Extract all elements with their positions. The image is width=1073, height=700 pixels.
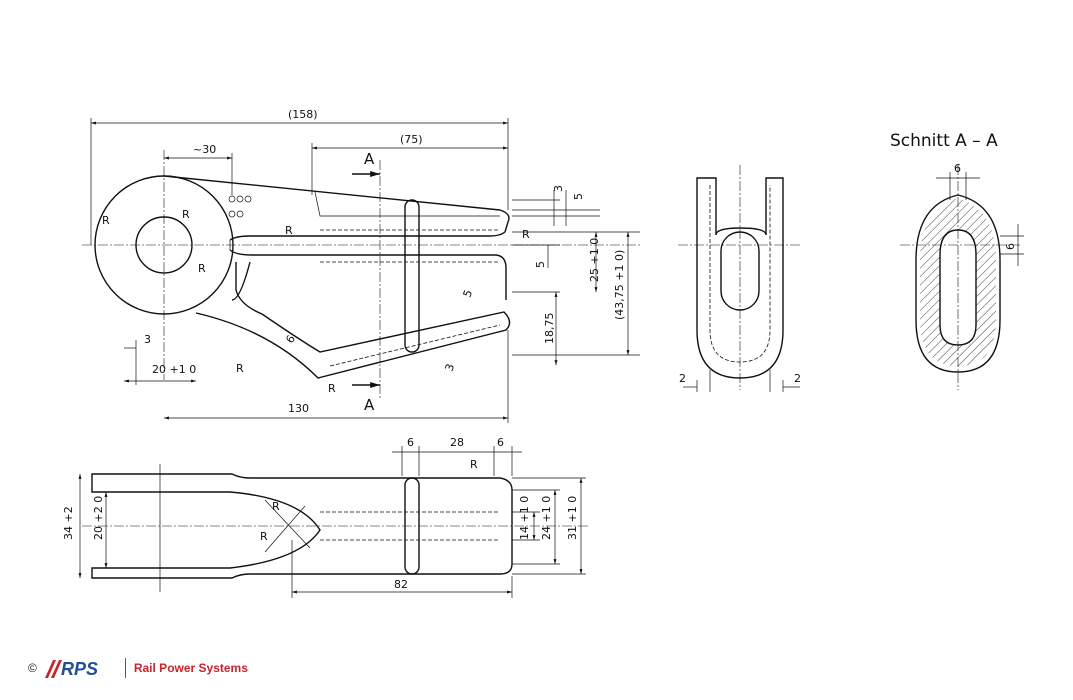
brand-separator (124, 658, 126, 678)
end-view-outline (696, 177, 784, 379)
radius-label-2: R (182, 208, 190, 221)
plan-radius-2: R (272, 500, 280, 513)
dim-5-rib: 5 (461, 288, 476, 299)
plan-dim-31: 31 +1 0 (566, 496, 579, 540)
dim-20: 20 +1 0 (152, 363, 196, 376)
vent-holes (228, 195, 252, 218)
lower-web (195, 262, 511, 379)
radius-label-1: R (102, 214, 110, 227)
dim-3-upper: 3 (552, 185, 565, 192)
section-outer (915, 194, 1001, 373)
plan-dim-6-left: 6 (407, 436, 414, 449)
vertical-rib (404, 199, 420, 353)
dim-2-right: 2 (794, 372, 801, 385)
footer: © RPS Rail Power Systems (28, 655, 248, 681)
section-mark-top: A (364, 150, 375, 168)
rps-logo[interactable]: RPS (43, 656, 119, 680)
dim-75: (75) (400, 133, 423, 146)
section-mark-bottom: A (364, 396, 375, 414)
plan-dim-14: 14 +1 0 (518, 496, 531, 540)
dim-30: ~30 (193, 143, 216, 156)
section-a-a: Schnitt A – A 6 6 (890, 131, 1024, 390)
plan-radius-1: R (470, 458, 478, 471)
copyright-symbol: © (28, 661, 37, 675)
radius-label-3: R (285, 224, 293, 237)
company-name: Rail Power Systems (133, 661, 248, 675)
section-dim-6-right: 6 (1004, 243, 1017, 250)
dim-130: 130 (288, 402, 309, 415)
radius-label-7: R (328, 382, 336, 395)
dim-18-75: 18,75 (543, 313, 556, 345)
section-title: Schnitt A – A (890, 131, 998, 151)
dim-6-web: 6 (283, 333, 298, 346)
plan-view: 6 28 6 34 +2 20 +2 0 14 +1 0 24 +1 0 31 … (62, 436, 590, 598)
plan-dim-24: 24 +1 0 (540, 496, 553, 540)
side-view: A A (158) (75) ~30 3 5 5 25 +1 0 (43,75 … (82, 108, 640, 423)
plan-radius-3: R (260, 530, 268, 543)
plan-outline (91, 473, 513, 579)
plan-rib (404, 477, 420, 575)
plan-dim-82: 82 (394, 578, 408, 591)
upper-arm-outline (163, 175, 510, 241)
dim-2-left: 2 (679, 372, 686, 385)
dim-5-upper: 5 (572, 193, 585, 200)
svg-text:RPS: RPS (61, 659, 98, 679)
section-dim-6-top: 6 (954, 162, 961, 175)
dim-25: 25 +1 0 (588, 238, 601, 282)
plan-dim-20: 20 +2 0 (92, 496, 105, 540)
dim-43-75: (43,75 +1 0) (613, 250, 626, 320)
end-view: 2 2 (678, 165, 801, 392)
radius-label-5: R (522, 228, 530, 241)
radius-label-6: R (236, 362, 244, 375)
lower-fillet (231, 261, 251, 301)
upper-flange-edge (314, 191, 500, 217)
lower-body-top (229, 249, 507, 300)
plan-dim-28: 28 (450, 436, 464, 449)
dim-158: (158) (288, 108, 318, 121)
dim-3-rib: 3 (443, 362, 458, 373)
radius-label-4: R (198, 262, 206, 275)
plan-dim-6-right: 6 (497, 436, 504, 449)
dim-3-eye: 3 (144, 333, 151, 346)
plan-dim-34: 34 +2 (62, 506, 75, 540)
dim-5-mid: 5 (534, 261, 547, 268)
